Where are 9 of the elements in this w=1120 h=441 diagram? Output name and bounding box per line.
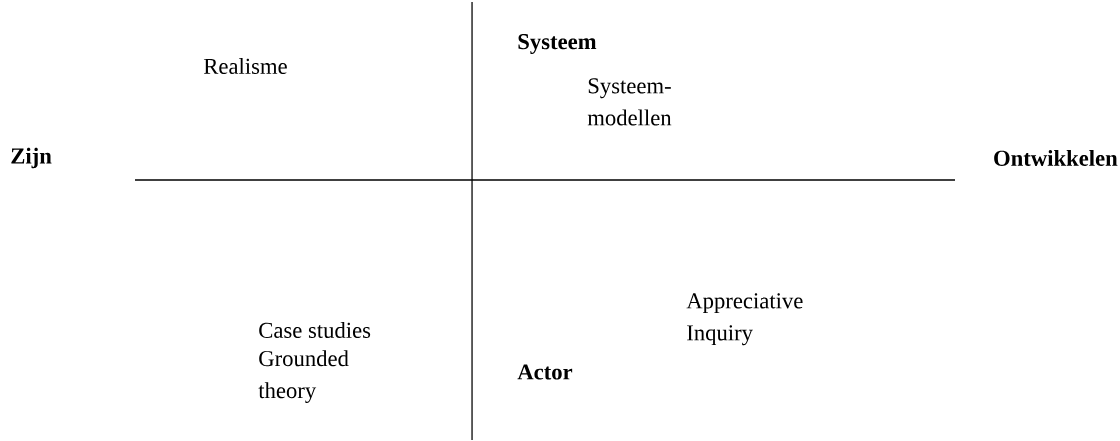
axis-label: Ontwikkelen xyxy=(994,150,1118,166)
axis-label: Systeem xyxy=(518,34,597,54)
quadrant-label: Systeem- modellen xyxy=(587,78,672,126)
quadrant-label: Grounded theory xyxy=(258,350,349,403)
quadrant-label: Realisme xyxy=(203,58,287,74)
quadrant-label: Case studies xyxy=(259,322,371,338)
axis-label: Actor xyxy=(517,364,573,380)
quadrant-label: Appreciative Inquiry xyxy=(686,293,803,346)
axis-label: Zijn xyxy=(11,147,52,169)
